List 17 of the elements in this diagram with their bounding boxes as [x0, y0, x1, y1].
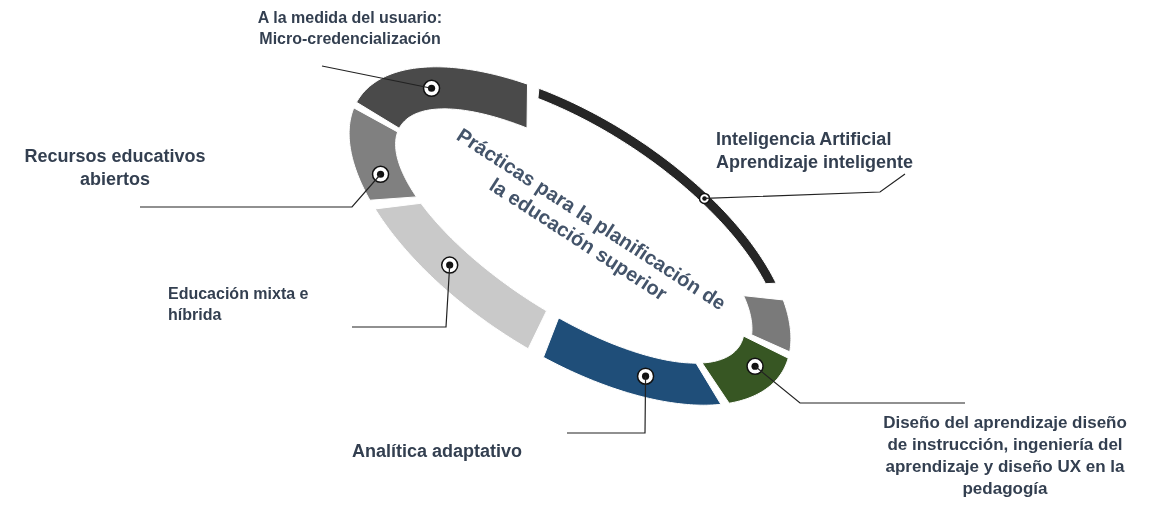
segment-label: Educación mixta e híbrida: [168, 284, 358, 326]
ring-segment: [743, 295, 792, 353]
leader-line: [139, 173, 382, 208]
leader-line: [321, 65, 433, 89]
segment-label: Diseño del aprendizaje diseño de instrucción, ingeniería del aprendizaje y diseño UX en la pedagogía: [880, 412, 1130, 501]
leader-line: [754, 365, 966, 404]
ring-segment: [701, 335, 789, 404]
ring-segment: [356, 66, 528, 129]
segment-label: A la medida del usuario: Micro-credencialización: [245, 8, 455, 50]
segment-label: Analítica adaptativo: [352, 440, 572, 464]
ring-segment: [348, 107, 417, 201]
leader-line: [703, 173, 906, 199]
ring-segment: [542, 317, 722, 406]
segment-label: Recursos educativos abiertos: [20, 145, 210, 192]
leader-line: [566, 375, 647, 434]
leader-line: [351, 264, 451, 328]
segment-label: Inteligencia Artificial Aprendizaje inteligente: [716, 128, 956, 175]
